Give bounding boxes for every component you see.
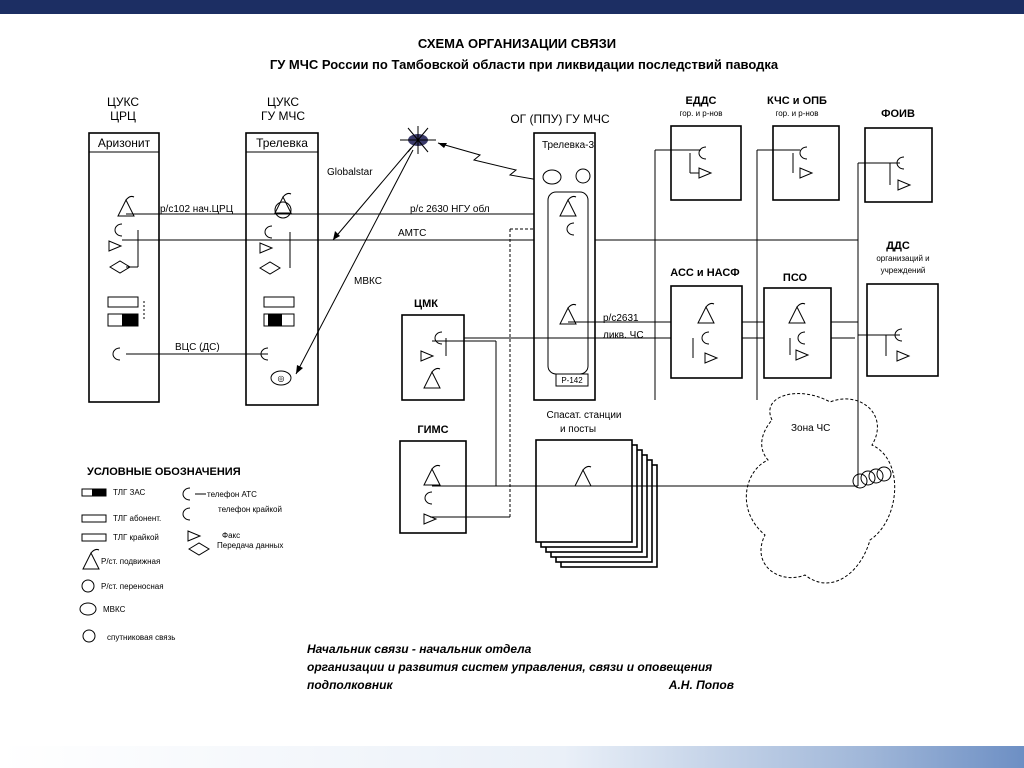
kchs-title-1: КЧС и ОПБ <box>767 95 827 107</box>
signature-block: Начальник связи - начальник отдела орган… <box>307 642 734 692</box>
link-rs2631-label: р/с2631 <box>603 313 639 324</box>
top-accent-bar <box>0 0 1024 14</box>
signature-name: А.Н. Попов <box>668 678 734 692</box>
node-ass: АСС и НАСФ <box>670 267 743 379</box>
link-vcs-label: ВЦС (ДС) <box>175 342 220 353</box>
dds-title-3: учреждений <box>881 266 926 275</box>
node-foiv: ФОИВ <box>864 108 933 203</box>
pso-title: ПСО <box>783 272 808 284</box>
node-rescue-stations: Спасат. станции и посты <box>535 410 658 568</box>
legend-item-6: спутниковая связь <box>107 633 175 642</box>
link-likv-label: ликв. ЧС <box>603 330 644 341</box>
og-inner-label: Трелевка-3 <box>542 140 595 151</box>
dds-title-1: ДДС <box>886 240 910 252</box>
node-og: ОГ (ППУ) ГУ МЧС Трелевка-3 Р-142 <box>510 112 610 401</box>
legend-item-4: Р/ст. переносная <box>101 582 164 591</box>
link-globalstar-label: Globalstar <box>327 167 373 178</box>
cuks-crc-title-1: ЦУКС <box>107 95 139 109</box>
legend-item-5: МВКС <box>103 605 126 614</box>
zone-chs-label: Зона ЧС <box>791 423 830 434</box>
legend-title: УСЛОВНЫЕ ОБОЗНАЧЕНИЯ <box>87 466 241 478</box>
node-gims: ГИМС <box>399 424 467 534</box>
cuks-crc-inner-label: Аризонит <box>98 136 151 150</box>
dds-title-2: организаций и <box>876 254 929 263</box>
legend-item-3: Р/ст. подвижная <box>101 557 160 566</box>
gims-title: ГИМС <box>417 424 448 436</box>
rescue-title-1: Спасат. станции <box>546 410 621 421</box>
cuks-gu-inner-label: Трелевка <box>256 136 308 150</box>
legend: УСЛОВНЫЕ ОБОЗНАЧЕНИЯ ТЛГ ЗАС ТЛГ абонент… <box>79 466 283 643</box>
node-dds: ДДС организаций и учреждений <box>866 240 939 377</box>
link-amts-label: АМТС <box>398 228 426 239</box>
legend-item-1: ТЛГ абонент. <box>113 514 161 523</box>
foiv-title: ФОИВ <box>881 108 915 120</box>
legend-item-2: ТЛГ крайкой <box>113 533 159 542</box>
cuks-crc-title-2: ЦРЦ <box>110 109 136 123</box>
node-cuks-crc: ЦУКС ЦРЦ Аризонит <box>88 95 160 403</box>
signature-line-1: Начальник связи - начальник отдела <box>307 642 532 656</box>
node-pso: ПСО <box>763 272 832 379</box>
rescue-title-2: и посты <box>560 424 596 435</box>
link-rs2630-label: р/с 2630 НГУ обл <box>410 203 490 215</box>
og-title: ОГ (ППУ) ГУ МЧС <box>510 112 610 126</box>
title-line-2: ГУ МЧС России по Тамбовской области при … <box>270 57 779 72</box>
legend-right-item-0: телефон АТС <box>207 490 257 499</box>
title-line-1: СХЕМА ОРГАНИЗАЦИИ СВЯЗИ <box>418 36 616 51</box>
ass-title: АСС и НАСФ <box>670 267 739 279</box>
cuks-gu-title-1: ЦУКС <box>267 95 299 109</box>
kchs-title-2: гор. и р-нов <box>775 109 818 118</box>
legend-right-item-1: телефон крайкой <box>218 505 282 514</box>
node-cmk: ЦМК <box>401 298 465 401</box>
legend-right-item-2: Факс <box>222 531 240 540</box>
cuks-gu-title-2: ГУ МЧС <box>261 109 305 123</box>
edds-title-2: гор. и р-нов <box>679 109 722 118</box>
node-cuks-gu: ЦУКС ГУ МЧС Трелевка ◎ <box>245 95 319 406</box>
zone-chs: Зона ЧС <box>745 393 896 584</box>
bottom-accent-bar <box>0 746 1024 768</box>
svg-text:◎: ◎ <box>278 374 285 383</box>
node-edds: ЕДДС гор. и р-нов <box>670 95 742 201</box>
node-kchs: КЧС и ОПБ гор. и р-нов <box>767 95 840 201</box>
link-rs102-label: р/с102 нач.ЦРЦ <box>160 204 234 215</box>
signature-rank: подполковник <box>307 678 393 692</box>
edds-title-1: ЕДДС <box>686 95 717 107</box>
legend-right-item-3: Передача данных <box>217 541 283 550</box>
satellite-icon <box>400 126 436 154</box>
legend-item-0: ТЛГ ЗАС <box>113 488 146 497</box>
og-bottom-label: Р-142 <box>561 376 583 385</box>
cmk-title: ЦМК <box>414 298 438 310</box>
signature-line-2: организации и развития систем управления… <box>307 660 712 674</box>
link-mvks-label: МВКС <box>354 276 382 287</box>
